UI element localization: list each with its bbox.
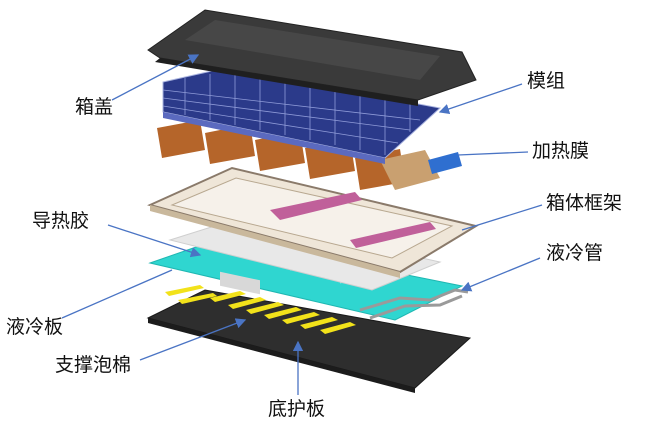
label-support-foam: 支撑泡棉 bbox=[55, 354, 132, 376]
arrow-module bbox=[438, 83, 523, 114]
support-foam bbox=[165, 285, 356, 334]
cooling-pipe bbox=[359, 288, 469, 320]
arrow-lid bbox=[111, 54, 200, 101]
label-module: 模组 bbox=[527, 70, 566, 92]
label-heating-film: 加热膜 bbox=[532, 140, 590, 162]
arrow-cooling-plate bbox=[61, 269, 173, 319]
box-frame bbox=[147, 166, 479, 295]
arrow-box-frame bbox=[461, 204, 543, 231]
box-lid bbox=[147, 9, 477, 106]
label-cooling-plate: 液冷板 bbox=[6, 316, 64, 338]
arrow-heating-film bbox=[457, 151, 529, 156]
arrow-support-foam bbox=[139, 318, 247, 361]
heating-film bbox=[157, 120, 462, 190]
label-cooling-pipe: 液冷管 bbox=[546, 242, 604, 264]
label-thermal-glue: 导热胶 bbox=[32, 210, 90, 232]
arrow-cooling-pipe bbox=[460, 257, 541, 292]
label-bottom-guard: 底护板 bbox=[268, 398, 326, 420]
label-lid: 箱盖 bbox=[75, 96, 114, 118]
arrow-thermal-glue bbox=[107, 224, 202, 258]
label-box-frame: 箱体框架 bbox=[546, 192, 623, 214]
